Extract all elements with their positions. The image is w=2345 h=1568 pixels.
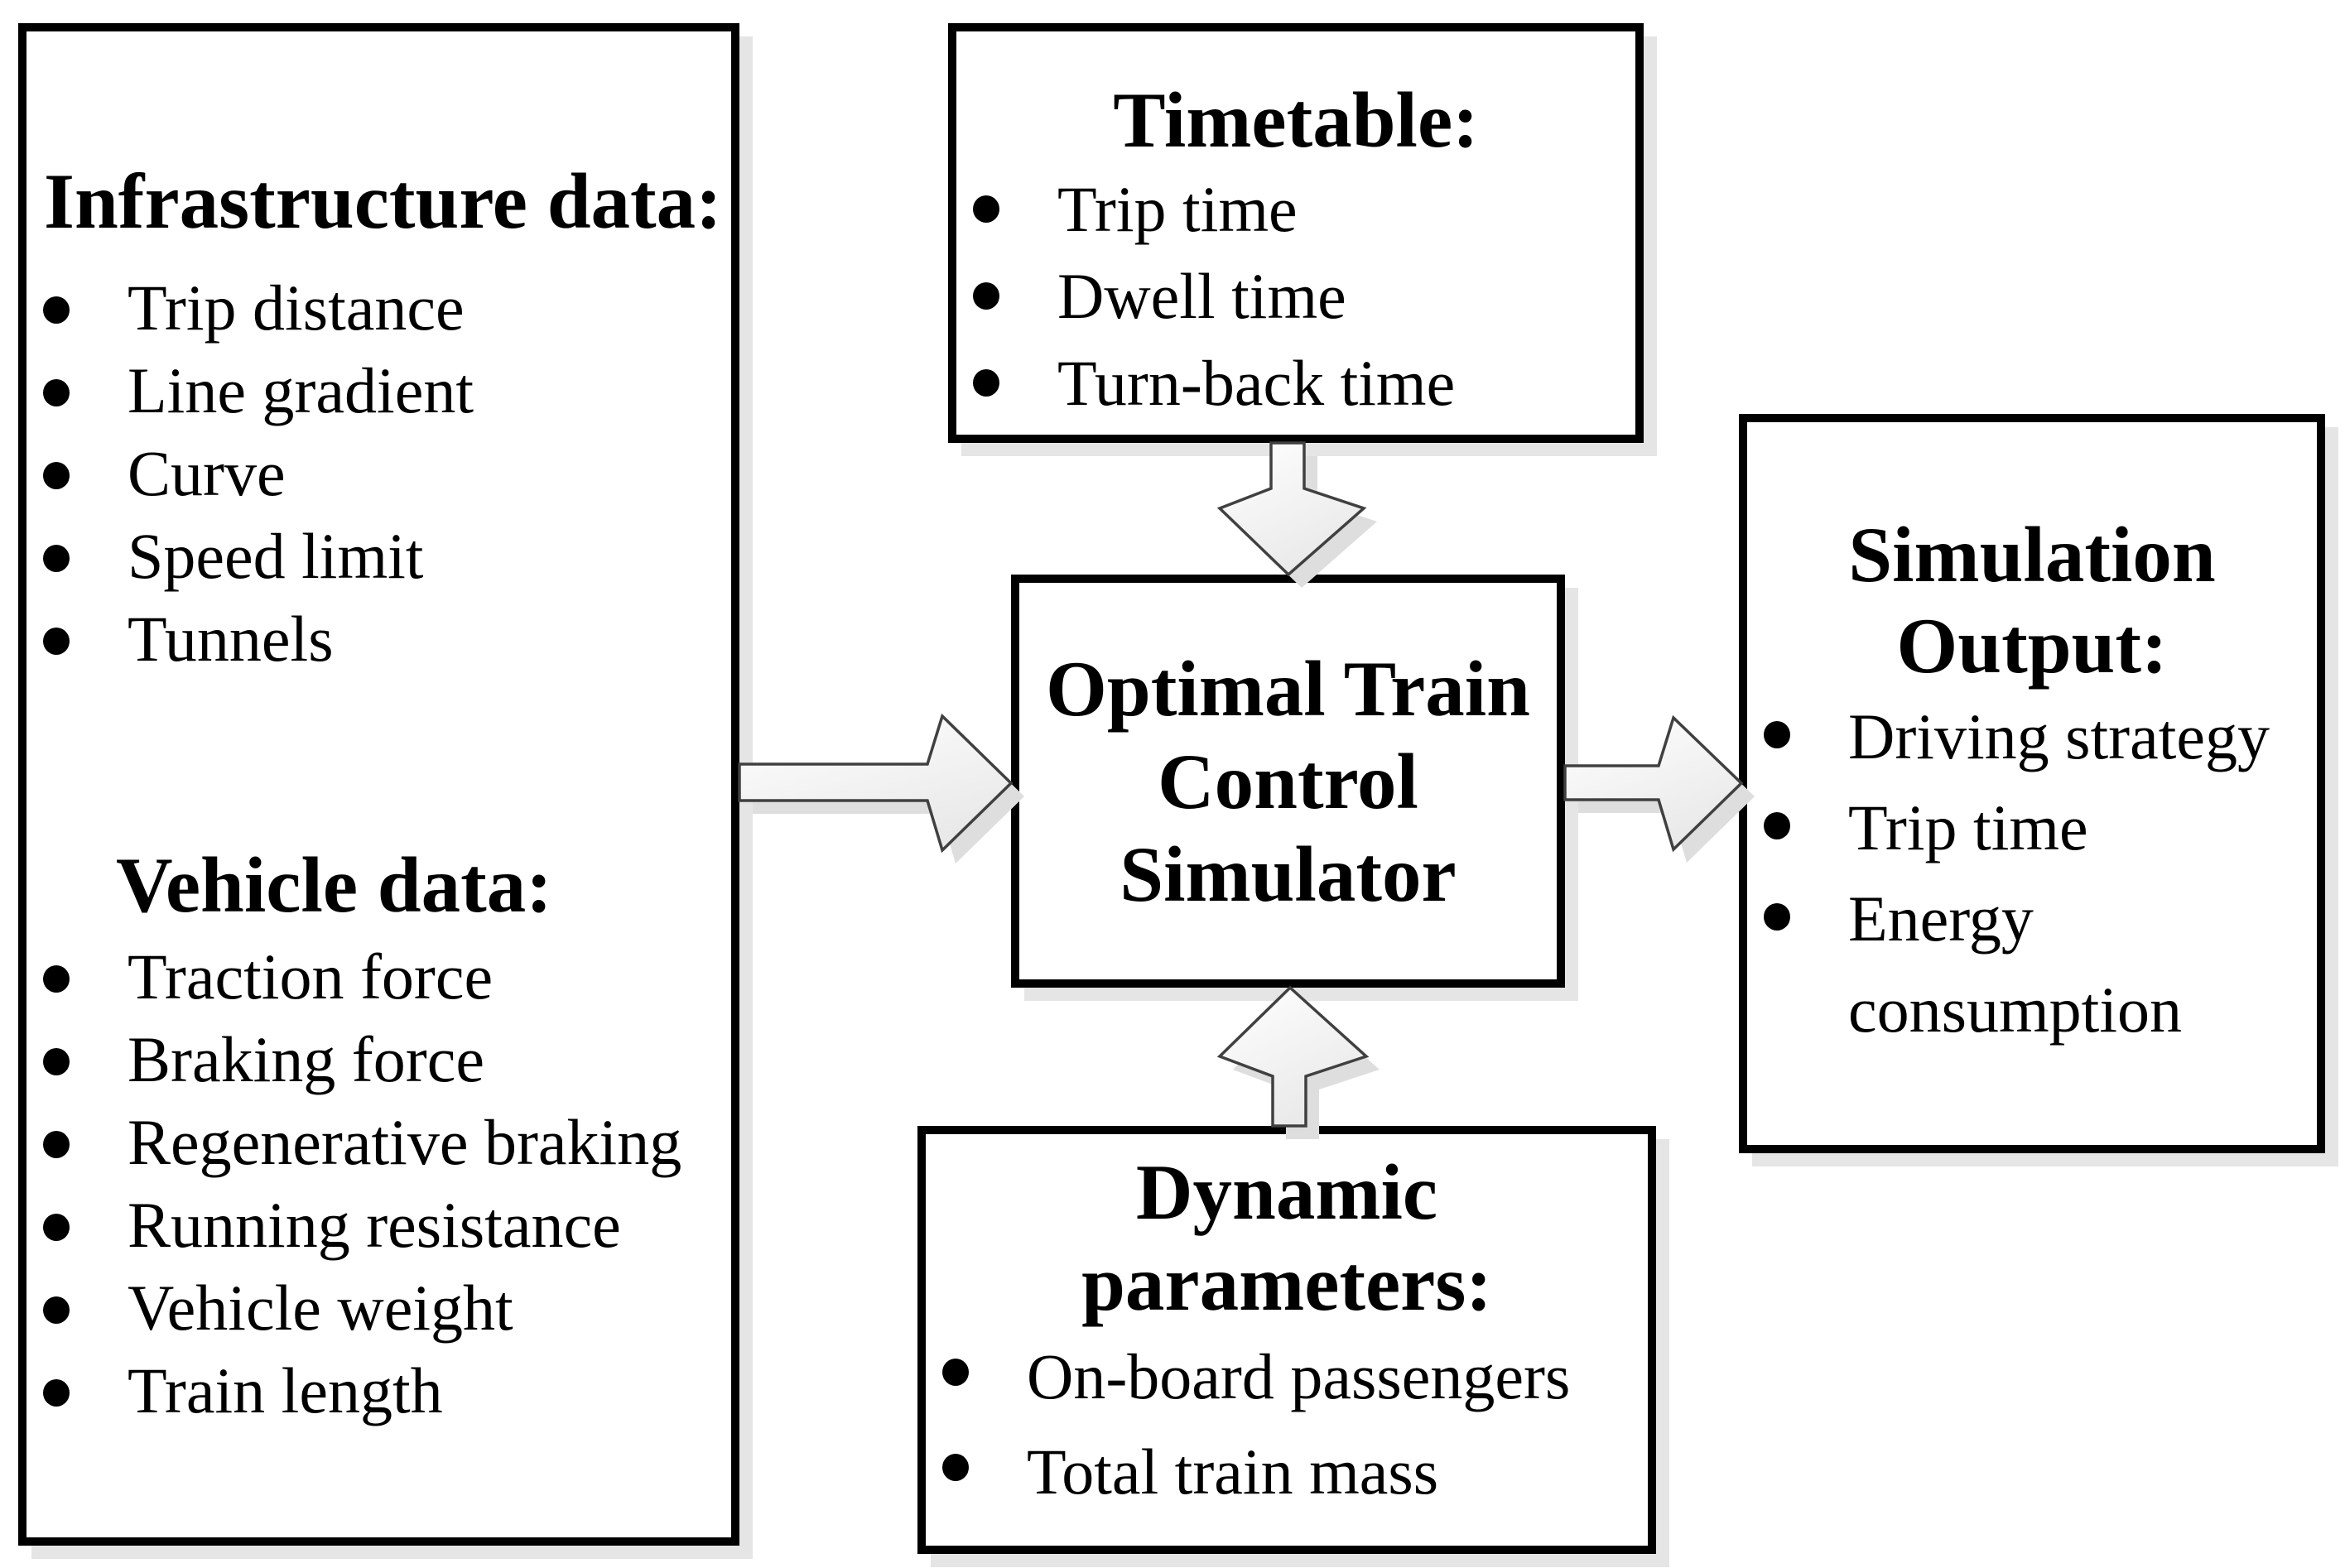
arrow-right-icon bbox=[738, 713, 1024, 863]
bullet-icon bbox=[43, 296, 70, 324]
simulator-title-line: Optimal Train bbox=[1045, 644, 1531, 733]
infrastructure-data-list: Trip distance Line gradient Curve Speed … bbox=[26, 267, 731, 681]
list-item: Trip distance bbox=[43, 267, 725, 349]
list-item: Vehicle weight bbox=[43, 1267, 725, 1349]
list-item: Turn-back time bbox=[973, 339, 1629, 426]
list-item: Braking force bbox=[43, 1018, 725, 1101]
arrow-up-icon bbox=[1216, 985, 1380, 1139]
list-item: Speed limit bbox=[43, 515, 725, 598]
bullet-icon bbox=[43, 1131, 70, 1158]
simulation-output-box: Simulation Output: Driving strategy Trip… bbox=[1739, 414, 2325, 1153]
bullet-icon bbox=[43, 379, 70, 406]
bullet-icon bbox=[1764, 903, 1790, 931]
simulation-output-list: Driving strategy Trip time Energy consum… bbox=[1747, 691, 2317, 1056]
bullet-icon bbox=[43, 1379, 70, 1407]
timetable-box: Timetable: Trip time Dwell time Turn-bac… bbox=[948, 23, 1644, 443]
bullet-icon bbox=[942, 1454, 969, 1481]
simulation-output-heading: Simulation Output: bbox=[1848, 511, 2216, 690]
simulator-title-line: Simulator bbox=[1120, 830, 1457, 918]
list-item: Curve bbox=[43, 432, 725, 515]
list-item: Running resistance bbox=[43, 1184, 725, 1267]
list-item: Line gradient bbox=[43, 349, 725, 432]
simulator-title-line: Control bbox=[1158, 737, 1418, 825]
bullet-icon bbox=[973, 369, 999, 397]
vehicle-data-heading: Vehicle data: bbox=[116, 841, 552, 929]
bullet-icon bbox=[43, 1048, 70, 1075]
list-item: Dwell time bbox=[973, 253, 1629, 339]
list-item: Driving strategy bbox=[1764, 691, 2310, 782]
list-item: Tunnels bbox=[43, 598, 725, 681]
bullet-icon bbox=[973, 282, 999, 310]
bullet-icon bbox=[43, 1214, 70, 1241]
list-item: Train length bbox=[43, 1349, 725, 1432]
bullet-icon bbox=[43, 628, 70, 655]
dynamic-parameters-heading: Dynamic parameters: bbox=[1081, 1148, 1492, 1327]
dynamic-parameters-box: Dynamic parameters: On-board passengers … bbox=[917, 1126, 1656, 1554]
bullet-icon bbox=[942, 1359, 969, 1386]
arrow-down-icon bbox=[1216, 441, 1377, 588]
bullet-icon bbox=[973, 195, 999, 223]
list-item: Trip time bbox=[973, 166, 1629, 253]
list-item: Trip time bbox=[1764, 782, 2310, 873]
infrastructure-data-heading: Infrastructure data: bbox=[44, 157, 722, 245]
bullet-icon bbox=[43, 1296, 70, 1324]
bullet-icon bbox=[43, 545, 70, 572]
vehicle-data-list: Traction force Braking force Regenerativ… bbox=[26, 936, 731, 1432]
timetable-heading: Timetable: bbox=[1113, 76, 1479, 164]
list-item: Regenerative braking bbox=[43, 1101, 725, 1184]
bullet-icon bbox=[1764, 812, 1790, 839]
bullet-icon bbox=[1764, 721, 1790, 748]
list-item: On-board passengers bbox=[942, 1329, 1641, 1424]
list-item: Total train mass bbox=[942, 1424, 1641, 1519]
list-item: Traction force bbox=[43, 936, 725, 1018]
list-item: Energy consumption bbox=[1764, 873, 2310, 1056]
arrow-right-icon bbox=[1563, 714, 1755, 863]
bullet-icon bbox=[43, 462, 70, 489]
bullet-icon bbox=[43, 965, 70, 993]
optimal-train-control-simulator-box: Optimal Train Control Simulator bbox=[1011, 575, 1565, 988]
infrastructure-vehicle-data-box: Infrastructure data: Trip distance Line … bbox=[18, 23, 739, 1546]
dynamic-parameters-list: On-board passengers Total train mass bbox=[926, 1329, 1648, 1519]
timetable-list: Trip time Dwell time Turn-back time bbox=[956, 166, 1635, 426]
